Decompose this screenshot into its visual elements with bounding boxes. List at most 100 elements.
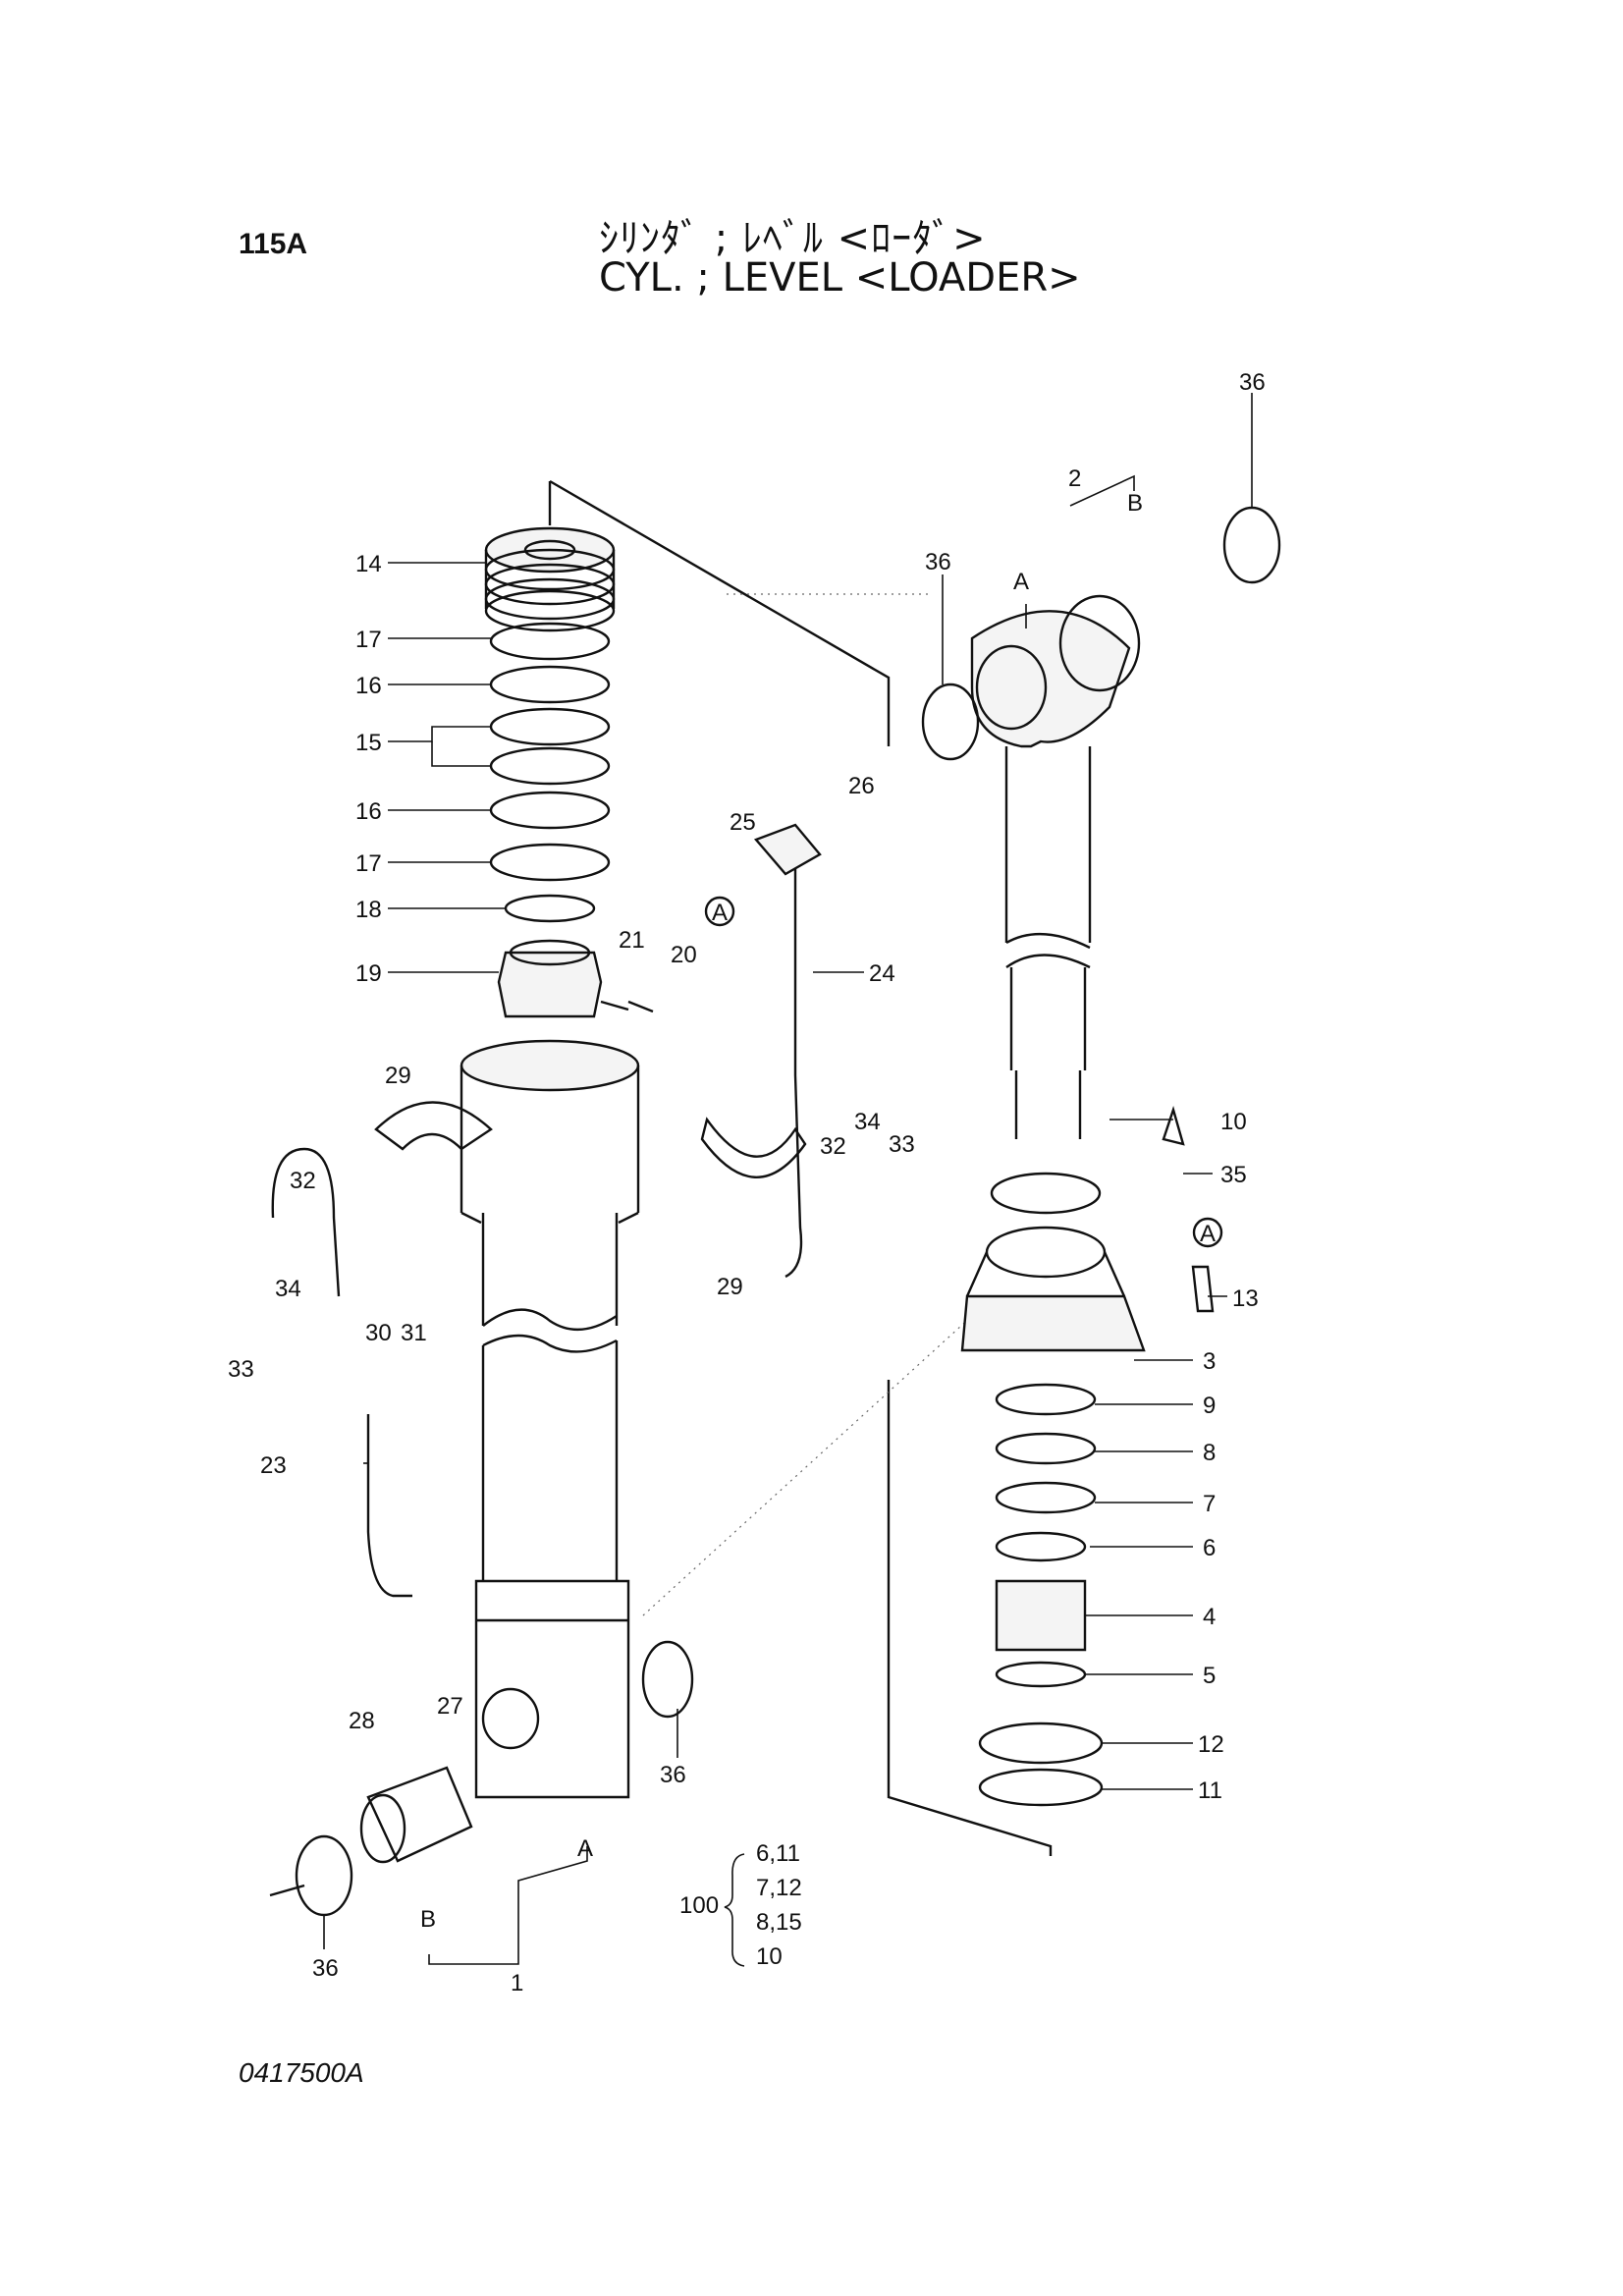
seal-36-left [295, 1834, 353, 1917]
ring-16a [489, 665, 611, 704]
ring-6 [995, 1531, 1087, 1562]
head-3 [960, 1294, 1146, 1352]
callout-4: 4 [1203, 1604, 1216, 1630]
ring-17b [489, 843, 611, 882]
callout-30: 30 [365, 1320, 392, 1346]
callout-32b: 32 [820, 1133, 846, 1160]
hoses [271, 823, 822, 1598]
callout-17b: 17 [355, 850, 382, 877]
callout-3: 3 [1203, 1348, 1216, 1375]
frame-lines [548, 479, 1053, 1856]
piston-stack [484, 526, 654, 1018]
ring-8 [995, 1432, 1097, 1465]
kit-item-1: 6,11 [756, 1840, 800, 1867]
head-stack [960, 1105, 1215, 1807]
circle-a-label-1: A [712, 900, 728, 926]
kit-100: 100 6,11 7,12 8,15 10 [679, 1840, 802, 1970]
bolt-13 [1191, 1265, 1215, 1313]
callout-36b: 36 [925, 549, 951, 575]
position-markers: A B A B A A [420, 490, 1223, 1933]
callout-17a: 17 [355, 627, 382, 653]
ring-7 [995, 1481, 1097, 1514]
bushing-4 [995, 1579, 1087, 1652]
marker-a-right: A [1013, 569, 1029, 595]
callout-33a: 33 [228, 1356, 254, 1383]
callout-10: 10 [1220, 1109, 1247, 1135]
marker-b-left: B [420, 1906, 436, 1933]
callout-9: 9 [1203, 1393, 1216, 1419]
callout-2: 2 [1068, 465, 1081, 492]
clamp-29-left [374, 1101, 493, 1151]
seal-36-rod [921, 683, 980, 761]
callout-36c: 36 [660, 1762, 686, 1788]
cylinder-tube-left [460, 1039, 640, 1799]
cylinder-rod-right [921, 506, 1281, 1139]
callout-12: 12 [1198, 1731, 1224, 1758]
block-24 [753, 823, 822, 876]
drawing-number: 0417500A [239, 2057, 364, 2088]
page-code: 115A [239, 228, 308, 260]
title-japanese: ｼﾘﾝﾀﾞ ; ﾚﾍﾞﾙ <ﾛｰﾀﾞ> [599, 216, 987, 261]
circle-a-marker-1 [704, 896, 735, 927]
hose-23 [366, 1414, 412, 1598]
circle-a-label-2: A [1200, 1221, 1216, 1247]
callout-7: 7 [1203, 1491, 1216, 1517]
callout-21: 21 [619, 927, 645, 954]
ring-10 [990, 1172, 1102, 1215]
screw-20-21 [600, 1000, 654, 1013]
ring-16b [489, 791, 611, 830]
ring-5 [995, 1661, 1087, 1688]
callout-16b: 16 [355, 798, 382, 825]
callout-24: 24 [869, 960, 895, 987]
ring-12 [978, 1722, 1104, 1765]
callout-32a: 32 [290, 1168, 316, 1194]
ring-18 [504, 894, 596, 923]
clamp-29-right [700, 1117, 807, 1178]
kit-item-3: 8,15 [756, 1909, 802, 1936]
callout-27: 27 [437, 1693, 463, 1720]
callout-34a: 34 [275, 1276, 301, 1302]
callout-28: 28 [349, 1708, 375, 1734]
kit-number: 100 [679, 1892, 719, 1919]
pipe-24 [784, 864, 803, 1279]
seal-36-mid [641, 1640, 694, 1719]
title-english: CYL. ; LEVEL <LOADER> [599, 255, 1081, 301]
ring-11 [978, 1768, 1104, 1807]
callout-36d: 36 [312, 1955, 339, 1982]
leader-lines [323, 393, 1253, 1965]
callout-23: 23 [260, 1452, 287, 1479]
ring-9 [995, 1383, 1097, 1416]
marker-b-right: B [1127, 490, 1143, 517]
callout-36a: 36 [1239, 369, 1266, 396]
callout-35: 35 [1220, 1162, 1247, 1188]
callout-11: 11 [1198, 1777, 1222, 1804]
callout-33b: 33 [889, 1131, 915, 1158]
fitting-35 [1162, 1105, 1185, 1146]
callout-15: 15 [355, 730, 382, 756]
callout-5: 5 [1203, 1663, 1216, 1689]
callout-18: 18 [355, 897, 382, 923]
callout-13: 13 [1232, 1285, 1259, 1312]
callout-14: 14 [355, 551, 382, 577]
seal-36-top [1222, 506, 1281, 584]
callout-31: 31 [401, 1320, 427, 1346]
callout-25: 25 [730, 809, 756, 836]
ring-15b [489, 746, 611, 786]
callout-16a: 16 [355, 673, 382, 699]
callout-8: 8 [1203, 1440, 1216, 1466]
callout-6: 6 [1203, 1535, 1216, 1561]
nut-19 [497, 951, 603, 1018]
callout-29b: 29 [717, 1274, 743, 1300]
callout-34b: 34 [854, 1109, 881, 1135]
bushing-right [1058, 594, 1141, 692]
callout-29a: 29 [385, 1063, 411, 1089]
callout-labels: 14 17 16 15 16 17 18 19 21 20 25 26 24 2… [228, 369, 1266, 1996]
kit-item-4: 10 [756, 1943, 783, 1970]
kit-item-2: 7,12 [756, 1875, 802, 1901]
callout-1: 1 [511, 1970, 523, 1996]
marker-a-left: A [577, 1835, 593, 1862]
callout-20: 20 [671, 942, 697, 968]
ring-17a [489, 622, 611, 661]
hose-upper [271, 1147, 341, 1297]
